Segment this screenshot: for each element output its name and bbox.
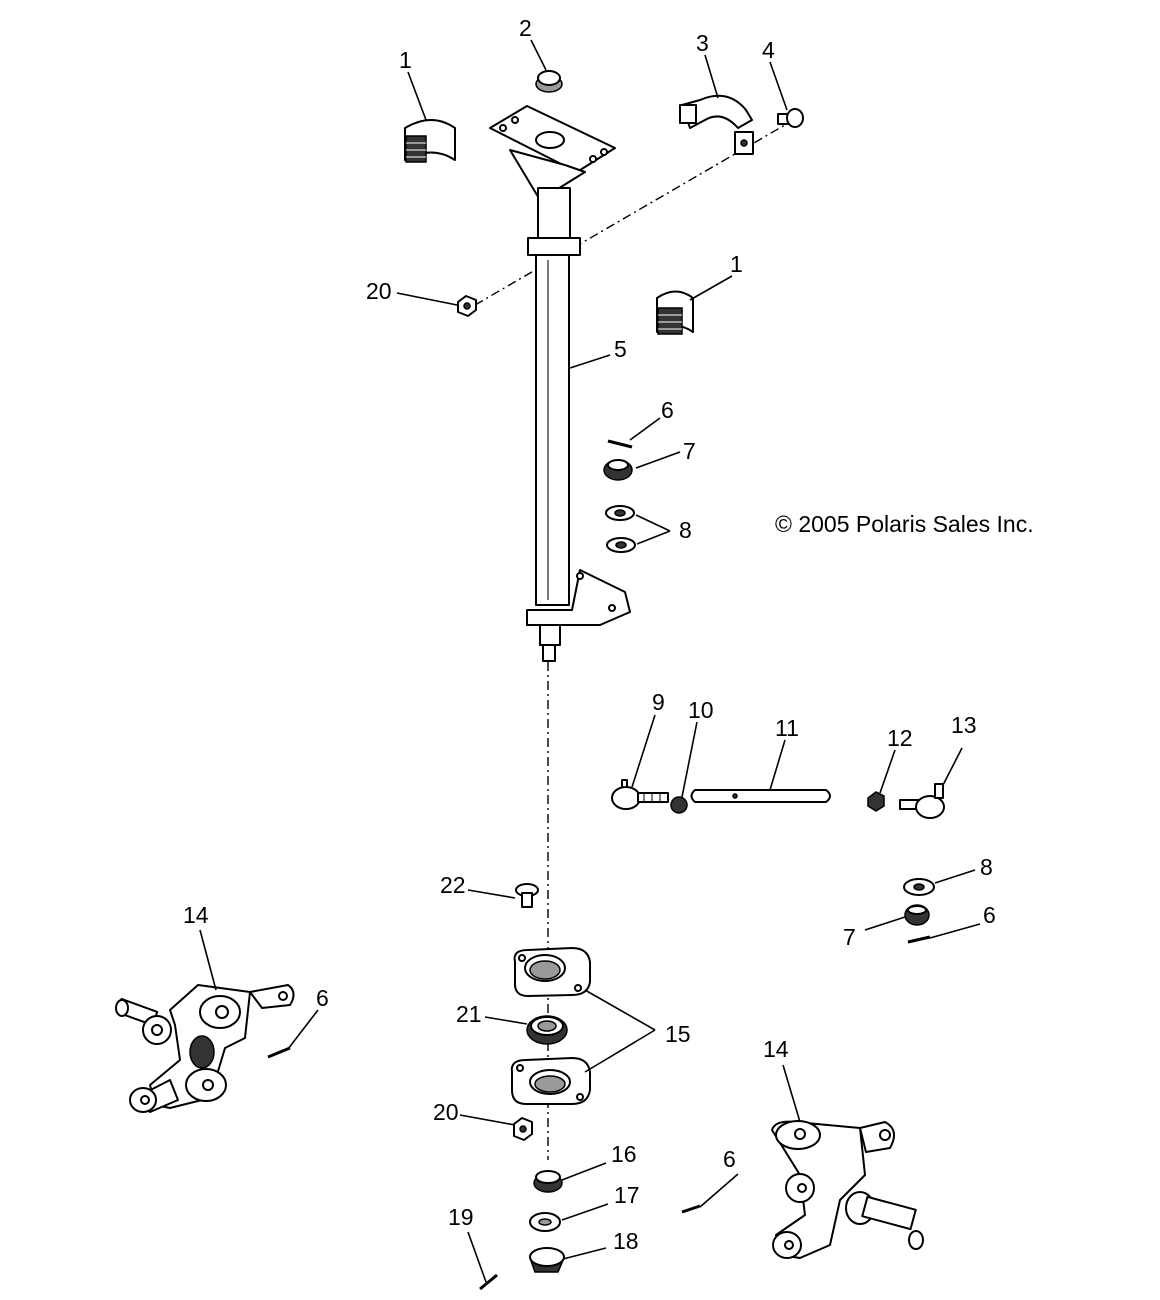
callout-6: 6 xyxy=(661,397,674,423)
part-22-pin xyxy=(515,883,539,908)
callout-6: 6 xyxy=(316,985,329,1011)
callout-9: 9 xyxy=(652,689,665,715)
callout-1: 1 xyxy=(730,251,743,277)
part-20-nut-lower xyxy=(513,1117,533,1141)
part-8-washers-upper xyxy=(605,505,636,553)
callout-22: 22 xyxy=(440,872,466,898)
part-1-bushing-upper xyxy=(404,119,456,163)
part-14-spindle-left xyxy=(115,984,295,1113)
part-15-flange-upper xyxy=(513,947,591,997)
part-11-tie-rod xyxy=(690,789,831,803)
part-6-cotter-pin-right xyxy=(907,935,931,944)
part-6-cotter-pin-upper xyxy=(607,439,633,449)
callout-8: 8 xyxy=(679,517,692,543)
callout-3: 3 xyxy=(696,30,709,56)
part-1-bushing-lower xyxy=(656,290,694,335)
callout-2: 2 xyxy=(519,15,532,41)
part-3-clamp xyxy=(679,94,754,155)
part-10-jam-nut xyxy=(670,796,688,814)
part-9-tie-rod-end xyxy=(611,779,669,810)
callout-15: 15 xyxy=(665,1021,691,1047)
callout-5: 5 xyxy=(614,336,627,362)
callout-19: 19 xyxy=(448,1204,474,1230)
callout-17: 17 xyxy=(614,1182,640,1208)
part-15-flange-lower xyxy=(510,1057,591,1105)
part-18-castle-nut xyxy=(528,1247,566,1273)
callout-6: 6 xyxy=(723,1146,736,1172)
callout-1: 1 xyxy=(399,47,412,73)
part-5-steering-post xyxy=(489,105,631,662)
part-13-tie-rod-end xyxy=(899,783,945,819)
assembly-line-clamp xyxy=(474,121,791,306)
copyright-notice: © 2005 Polaris Sales Inc. xyxy=(775,511,1034,537)
callout-16: 16 xyxy=(611,1141,637,1167)
part-4-bolt xyxy=(777,108,804,128)
callout-6: 6 xyxy=(983,902,996,928)
callout-10: 10 xyxy=(688,697,714,723)
part-7-castle-nut-right xyxy=(904,904,930,926)
part-6-cotter-pin-bottom xyxy=(681,1204,701,1214)
part-19-cotter-pin xyxy=(479,1273,498,1291)
part-2-nut xyxy=(535,70,563,93)
callout-8: 8 xyxy=(980,854,993,880)
callout-21: 21 xyxy=(456,1001,482,1027)
part-21-bearing xyxy=(526,1015,568,1045)
part-16-bushing xyxy=(533,1170,563,1193)
part-20-nut-upper xyxy=(457,295,477,317)
part-6-cotter-pin-left xyxy=(267,1046,291,1059)
part-7-castle-nut-upper xyxy=(603,459,633,481)
part-12-nut xyxy=(867,791,885,812)
callout-11: 11 xyxy=(775,715,799,741)
callout-13: 13 xyxy=(951,712,977,738)
part-8-washer-right xyxy=(903,878,935,896)
callout-7: 7 xyxy=(843,924,856,950)
leader-lines xyxy=(199,39,981,1283)
part-14-spindle-right xyxy=(771,1120,924,1259)
callout-4: 4 xyxy=(762,37,775,63)
callout-labels: 1 2 3 4 20 1 5 6 7 8 9 10 11 12 13 8 7 6… xyxy=(183,15,996,1254)
callout-14: 14 xyxy=(183,902,209,928)
callout-20: 20 xyxy=(433,1099,459,1125)
callout-14: 14 xyxy=(763,1036,789,1062)
callout-20: 20 xyxy=(366,278,392,304)
part-17-washer xyxy=(529,1212,561,1232)
callout-12: 12 xyxy=(887,725,913,751)
callout-18: 18 xyxy=(613,1228,639,1254)
callout-7: 7 xyxy=(683,438,696,464)
